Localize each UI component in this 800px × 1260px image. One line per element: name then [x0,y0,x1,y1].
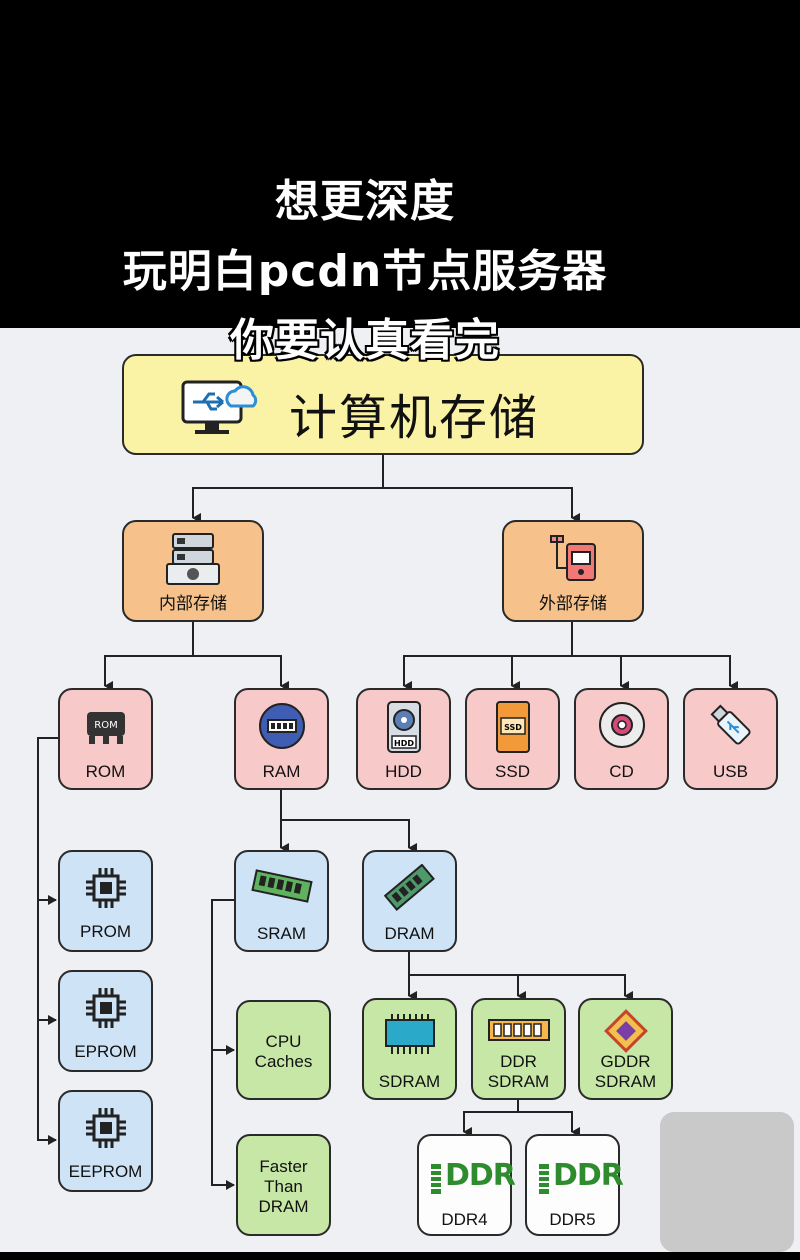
faster-than-dram-line-3: DRAM [258,1197,309,1216]
cd-label: CD [609,762,634,781]
node-gddr-sdram: GDDR SDRAM [578,998,673,1100]
hdd-label: HDD [385,762,422,781]
node-ddr4: DDR DDR4 [417,1134,516,1236]
rom-label: ROM [85,762,126,781]
ddr5-chip-pins-icon [537,1164,551,1194]
node-eeprom: EEPROM [58,1090,153,1192]
ddr-sdram-label-line-1: DDR [500,1052,537,1071]
eprom-label: EPROM [74,1042,137,1061]
ddr5-logo: DDR [537,1158,624,1198]
cpu-caches-label-line-2: Caches [254,1052,313,1071]
ddr-module-icon [487,1019,550,1041]
root-label: 计算机存储 [289,390,540,446]
monitor-usb-cloud-icon [181,380,258,434]
external-storage-label: 外部存储 [539,594,607,613]
node-rom: ROM ROM [58,688,153,790]
bottom-edge-bar [0,1252,800,1260]
svg-text:HDD: HDD [394,739,414,748]
node-hdd: HDD HDD [356,688,451,790]
node-ssd: SSD SSD [465,688,560,790]
gddr-sdram-label-line-1: GDDR [600,1052,651,1071]
title-banner [0,0,800,328]
node-usb: USB [683,688,778,790]
server-chip-icon [166,533,220,585]
ssd-icon: SSD [495,701,530,753]
sdram-label: SDRAM [378,1072,441,1091]
sram-label: SRAM [256,924,307,943]
ddr-sdram-label-line-2: SDRAM [487,1072,550,1091]
faster-than-dram-line-2: Than [264,1177,303,1196]
memory-module-icon [383,864,435,911]
usb-stick-icon [709,704,751,745]
ddr4-logo-text: DDR [445,1158,516,1193]
ddr4-chip-pins-icon [429,1164,443,1194]
node-dram: DRAM [362,850,457,952]
ddr4-logo: DDR [429,1158,516,1198]
external-drive-icon [550,535,596,581]
ddr4-label: DDR4 [441,1210,488,1229]
node-sram: SRAM [234,850,329,952]
ram-label: RAM [262,762,301,781]
cd-disc-icon [598,702,645,748]
sdram-module-icon [384,1014,435,1054]
ddr5-logo-text: DDR [553,1158,624,1193]
gddr-sdram-label-line-2: SDRAM [594,1072,657,1091]
gpu-chip-icon [603,1009,648,1053]
internal-storage-label: 内部存储 [159,594,227,613]
svg-text:ROM: ROM [94,720,117,731]
dram-label: DRAM [384,924,435,943]
node-ddr-sdram: DDR SDRAM [471,998,566,1100]
node-internal-storage: 内部存储 [122,520,264,622]
node-prom: PROM [58,850,153,952]
node-faster-than-dram: Faster Than DRAM [236,1134,331,1236]
watermark-placeholder [660,1112,794,1252]
chip-icon [85,988,126,1028]
rom-chip-icon: ROM [86,712,125,744]
memory-module-icon [250,869,313,903]
ddr5-label: DDR5 [549,1210,596,1229]
headline-line-1: 想更深度 [275,176,455,227]
headline-line-2: 玩明白pcdn节点服务器 [122,246,608,297]
cpu-caches-label-line-1: CPU [265,1032,302,1051]
hard-disk-icon: HDD [386,701,421,753]
node-cd: CD [574,688,669,790]
chip-icon [85,1108,126,1148]
node-cpu-caches: CPU Caches [236,1000,331,1100]
node-sdram: SDRAM [362,998,457,1100]
node-computer-storage: 计算机存储 [122,354,644,455]
node-ddr5: DDR DDR5 [525,1134,624,1236]
ssd-label: SSD [495,762,530,781]
chip-icon [85,868,126,908]
usb-label: USB [713,762,748,781]
prom-label: PROM [80,922,131,941]
svg-text:SSD: SSD [504,723,522,732]
node-eprom: EPROM [58,970,153,1072]
headline-line-3: 你要认真看完 [230,315,500,366]
node-ram: RAM [234,688,329,790]
node-external-storage: 外部存储 [502,520,644,622]
eeprom-label: EEPROM [68,1162,143,1181]
faster-than-dram-line-1: Faster [259,1157,308,1176]
ram-badge-icon [258,703,305,749]
